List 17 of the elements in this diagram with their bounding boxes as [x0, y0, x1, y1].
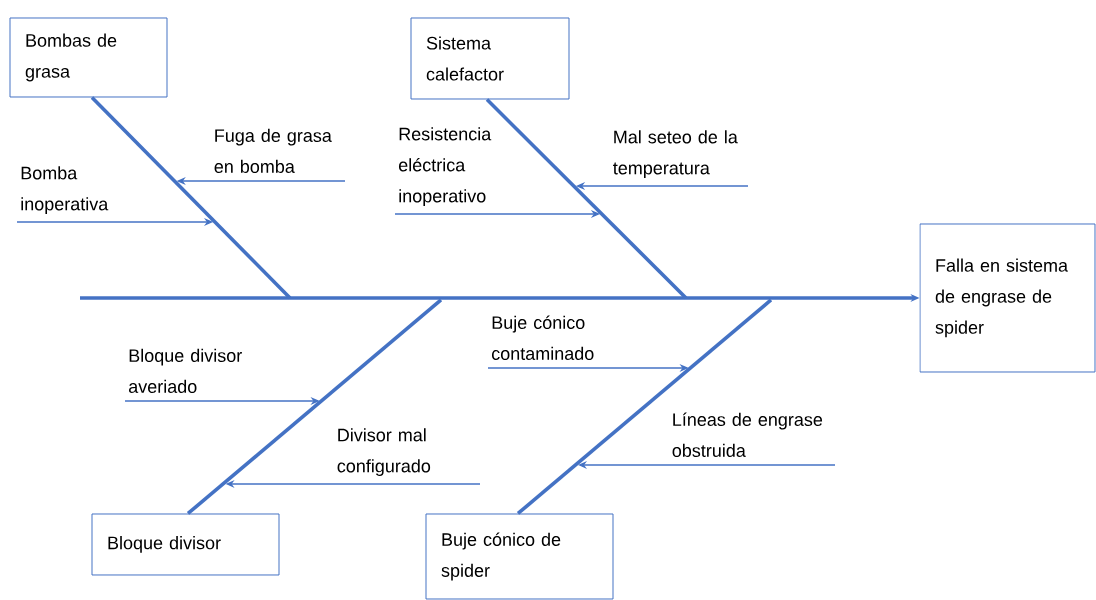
cause-label: Bomba inoperativa	[21, 166, 109, 214]
cause-label: Buje cónico contaminado	[491, 315, 594, 360]
cause-label: Resistencia eléctrica inoperativo	[399, 127, 492, 206]
cause-label: Bloque divisor averiado	[129, 348, 242, 393]
bone-line	[516, 298, 773, 515]
bone-line	[90, 96, 292, 300]
category-box: Sistema calefactor	[410, 17, 570, 100]
bone-line	[186, 298, 443, 515]
category-box: Bombas de grasa	[9, 17, 168, 98]
cause-label: Mal seteo de la temperatura	[613, 130, 738, 178]
cause-label: Líneas de engrase obstruida	[672, 412, 823, 457]
category-box: Bloque divisor	[91, 513, 280, 576]
category-box: Buje cónico de spider	[425, 513, 614, 600]
cause-label: Divisor mal configurado	[337, 428, 431, 476]
bone-line	[485, 98, 688, 300]
cause-label: Fuga de grasa en bomba	[214, 128, 332, 173]
effect-box: Falla en sistema de engrase de spider	[919, 223, 1096, 373]
